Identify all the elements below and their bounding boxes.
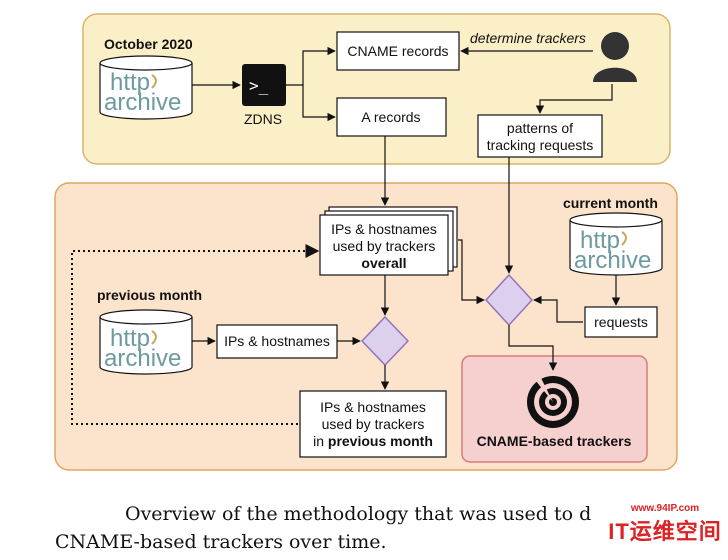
- db-label-archive: archive: [104, 345, 181, 372]
- ips-previous-label-2: used by trackers: [322, 416, 425, 432]
- label-determine-trackers: determine trackers: [470, 30, 586, 46]
- ips-previous-box: [299, 390, 447, 458]
- ips-previous-label-3a: in: [313, 433, 328, 449]
- db-accent-icon: [151, 330, 157, 345]
- arrow-overall-to-current-diamond: [458, 239, 485, 305]
- terminal-icon: [242, 64, 286, 106]
- label-previous-month: previous month: [97, 287, 202, 303]
- httparchive-db-previous: http archive: [99, 309, 193, 375]
- db-label-http: http: [110, 325, 150, 352]
- a-records-box: [336, 97, 447, 137]
- label-current-month: current month: [563, 195, 658, 211]
- cname-records-box: [336, 31, 460, 71]
- patterns-label-2: tracking requests: [487, 137, 594, 153]
- ips-previous-label-3b: previous month: [328, 433, 433, 449]
- patterns-box: [477, 114, 603, 158]
- terminal-prompt: >_: [249, 76, 269, 95]
- patterns-label-1: patterns of: [507, 120, 573, 136]
- ips-hostnames-box: [216, 324, 338, 359]
- ips-overall-label-3: overall: [361, 255, 406, 271]
- watermark-name: IT运维空间: [608, 518, 722, 544]
- tracker-target-icon: [527, 364, 579, 428]
- arrow-zdns-to-a: [302, 85, 336, 122]
- arrow-requests-to-diamond: [533, 295, 583, 323]
- ips-hostnames-label: IPs & hostnames: [224, 333, 330, 349]
- db-label-archive: archive: [104, 89, 181, 116]
- requests-box: [584, 306, 658, 338]
- httparchive-db-october: http archive: [99, 55, 193, 120]
- user-icon: [593, 32, 637, 82]
- arrow-user-to-patterns: [535, 84, 613, 114]
- db-accent-icon: [151, 74, 157, 89]
- label-zdns: ZDNS: [244, 111, 282, 127]
- httparchive-db-current: http archive: [569, 212, 663, 276]
- ips-previous-label-3: in previous month: [313, 433, 433, 449]
- figure-caption: Overview of the methodology that was use…: [55, 500, 715, 556]
- db-label-http: http: [580, 227, 620, 254]
- requests-label: requests: [594, 314, 648, 330]
- arrow-diamond-to-result: [508, 325, 558, 371]
- db-label-http: http: [110, 69, 150, 96]
- arrow-zdns-to-cname: [286, 46, 336, 86]
- db-label-archive: archive: [574, 247, 651, 274]
- ips-overall-label-1: IPs & hostnames: [331, 221, 437, 237]
- watermark-url: www.94IP.com: [630, 502, 700, 514]
- ips-previous-label-1: IPs & hostnames: [320, 399, 426, 415]
- methodology-diagram: October 2020 previous month current mont…: [54, 13, 678, 471]
- caption-line-2: CNAME-based trackers over time.: [55, 531, 387, 553]
- ips-overall-label-2: used by trackers: [333, 238, 436, 254]
- label-october-2020: October 2020: [104, 36, 193, 52]
- ips-overall-box: [319, 214, 449, 276]
- caption-line-1: Overview of the methodology that was use…: [125, 503, 592, 525]
- cname-records-label: CNAME records: [347, 43, 448, 59]
- a-records-label: A records: [361, 109, 420, 125]
- db-accent-icon: [621, 231, 627, 246]
- arrow-previous-loop: [71, 244, 320, 425]
- site-watermark: www.94IP.com IT运维空间: [606, 492, 724, 556]
- cname-trackers-label: CNAME-based trackers: [477, 433, 632, 449]
